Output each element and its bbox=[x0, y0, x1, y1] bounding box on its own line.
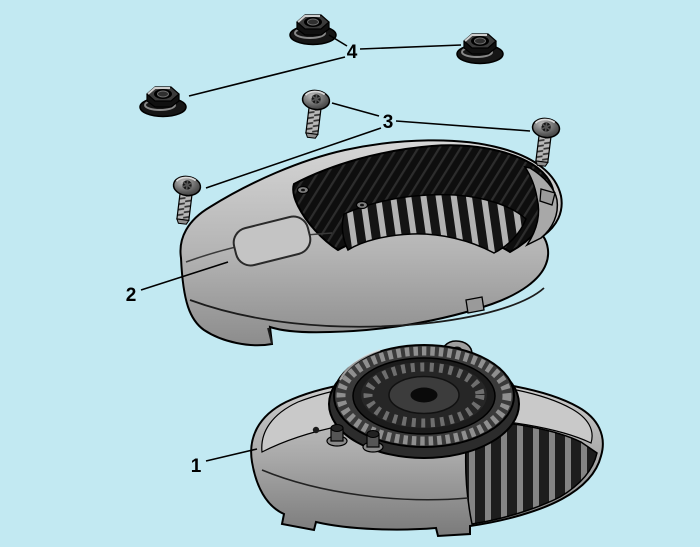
cover-bottom-tab bbox=[465, 296, 485, 314]
hex-flange-nut-2 bbox=[456, 33, 504, 65]
callout-label-1: 1 bbox=[191, 456, 202, 477]
pan-head-screw-2 bbox=[527, 116, 562, 169]
cover-screw-hole-2 bbox=[355, 200, 369, 210]
leader-4-to-nut-2 bbox=[359, 44, 462, 50]
leader-3-to-screw-1 bbox=[331, 102, 380, 117]
part-top-cover bbox=[179, 139, 563, 347]
callout-label-3: 3 bbox=[383, 112, 394, 133]
leader-4-to-nut-3 bbox=[188, 56, 346, 97]
cover-right-end bbox=[523, 165, 559, 247]
cover-skirt-seam bbox=[189, 287, 545, 328]
leader-2-to-cover bbox=[140, 261, 229, 291]
hex-flange-nut-1 bbox=[289, 14, 337, 46]
cover-vent-grille bbox=[341, 193, 527, 254]
fan-highlight bbox=[339, 349, 381, 381]
cover-side-tab bbox=[539, 188, 556, 206]
leader-4-to-nut-1 bbox=[328, 34, 348, 47]
leader-3-to-screw-2 bbox=[395, 120, 531, 132]
hex-flange-nut-3 bbox=[139, 86, 187, 118]
housing-ribbed-side bbox=[464, 419, 598, 525]
fan-blades bbox=[363, 362, 485, 428]
pan-head-screw-1 bbox=[297, 88, 332, 141]
cover-front-step bbox=[267, 327, 273, 345]
cover-screw-hole-1 bbox=[296, 185, 310, 195]
housing-stud-2 bbox=[362, 430, 384, 453]
housing-stud-1 bbox=[326, 424, 348, 447]
fan-ring-teeth bbox=[336, 346, 512, 446]
fan-hub bbox=[410, 387, 438, 403]
callout-label-2: 2 bbox=[126, 285, 137, 306]
housing-seam-line bbox=[261, 469, 469, 501]
leader-1-to-housing bbox=[205, 448, 258, 462]
leader-3-to-screw-3 bbox=[205, 127, 382, 189]
fan-assembly bbox=[328, 344, 520, 459]
part-lower-housing-assembly bbox=[250, 340, 604, 538]
callout-label-4: 4 bbox=[347, 42, 358, 63]
housing-hole bbox=[312, 426, 320, 434]
cover-recess-pad bbox=[232, 215, 312, 267]
callout-leader-lines bbox=[140, 34, 531, 462]
